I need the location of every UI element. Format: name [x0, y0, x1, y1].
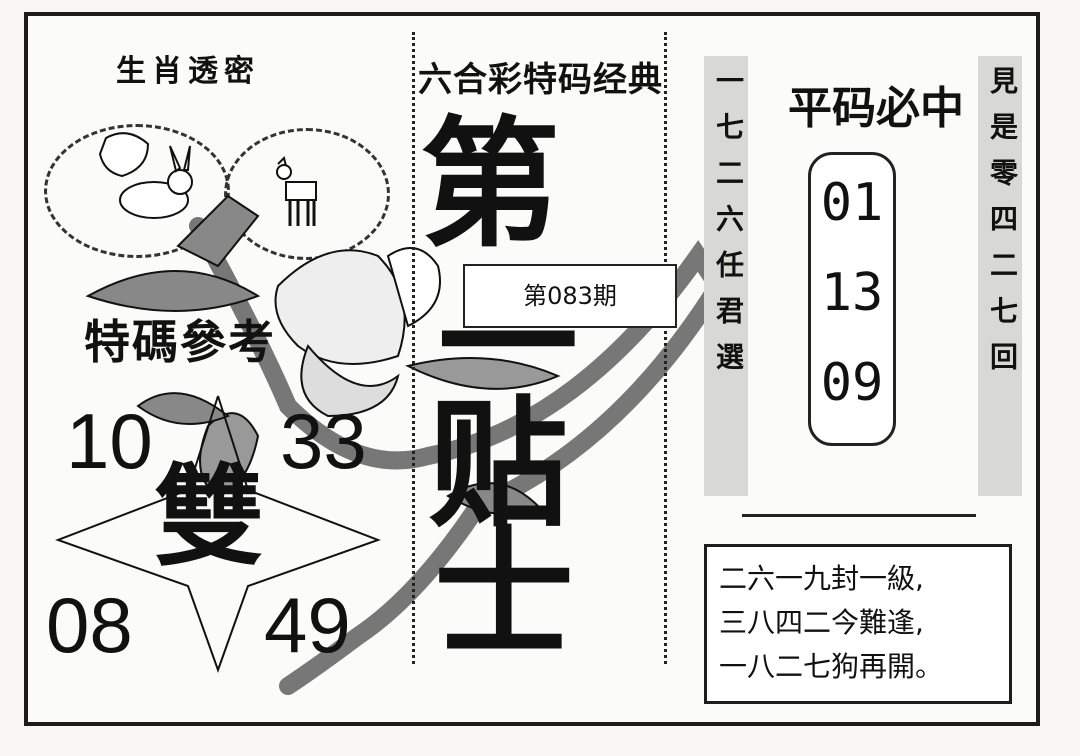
- lottery-sheet: 生肖透密 特碼參考 10 33 雙 08 49 六合: [24, 12, 1040, 726]
- diamond-outline-icon: [55, 395, 381, 673]
- issue-number: 第083期: [463, 264, 677, 328]
- poem-box: 二六一九封一級, 三八四二今難逢, 一八二七狗再開。: [704, 544, 1012, 704]
- magnolia-branch-illustration: [85, 194, 718, 695]
- must-hit-title: 平码必中: [788, 83, 964, 134]
- poem-line-3: 一八二七狗再開。: [719, 650, 944, 683]
- big-char-2: 一: [438, 264, 579, 427]
- right-divider: [742, 514, 976, 517]
- middle-divider-left: [412, 32, 415, 664]
- number-top-left: 10: [66, 397, 153, 485]
- goat-icon: [276, 156, 317, 226]
- left-vertical-text: 一七二六任君選: [712, 66, 745, 388]
- rabbit-icon: [98, 132, 193, 219]
- special-code-reference: 特碼參考: [84, 315, 276, 369]
- poem-line-2: 三八四二今難逢,: [719, 606, 924, 639]
- big-char-4: 士: [434, 514, 575, 677]
- middle-divider-right: [664, 32, 667, 664]
- goat-oval: [224, 128, 390, 260]
- number-bottom-left: 08: [46, 581, 133, 669]
- capsule-number-2: 13: [820, 263, 884, 323]
- right-strip: [978, 56, 1022, 496]
- double-character: 雙: [154, 453, 264, 581]
- big-char-1: 第: [420, 104, 561, 267]
- right-vertical-text: 見是零四二七回: [986, 66, 1019, 388]
- number-top-right: 33: [280, 397, 367, 485]
- big-char-3: 贴: [428, 384, 569, 547]
- middle-title: 六合彩特码经典: [418, 60, 663, 100]
- left-strip: [704, 56, 748, 496]
- zodiac-title: 生肖透密: [116, 54, 260, 89]
- capsule-number-1: 01: [820, 173, 884, 233]
- number-capsule: 01 13 09: [808, 152, 896, 446]
- capsule-number-3: 09: [820, 353, 884, 413]
- poem-line-1: 二六一九封一級,: [719, 562, 924, 595]
- number-bottom-right: 49: [264, 581, 351, 669]
